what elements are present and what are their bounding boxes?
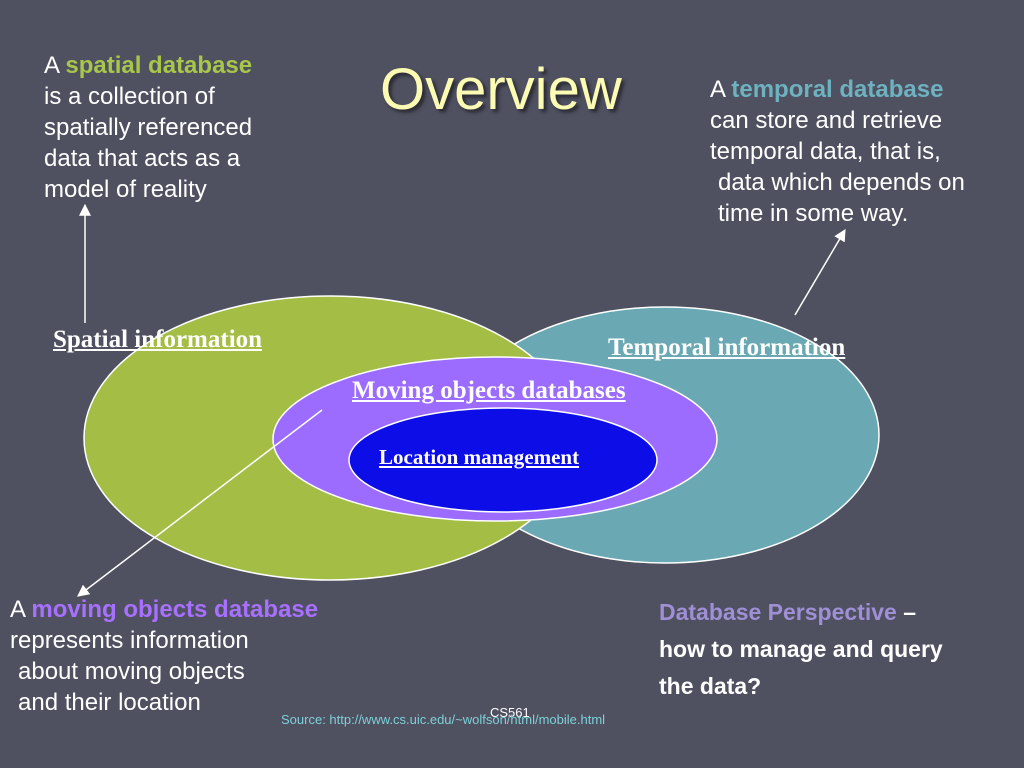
spatial-note-line: data that acts as a <box>44 145 241 172</box>
moving-objects-database-note: A moving objects database represents inf… <box>10 594 318 718</box>
arrow-to-temporal-note <box>794 228 846 316</box>
spatial-database-note: A spatial database is a collection of sp… <box>44 50 252 205</box>
temporal-information-label: Temporal information <box>608 334 846 361</box>
temporal-note-line: time in some way. <box>718 200 909 227</box>
perspective-dash: – <box>896 599 916 625</box>
spatial-note-line: spatially referenced <box>44 114 253 141</box>
course-code: CS561 <box>490 705 530 720</box>
database-perspective-term: Database Perspective <box>659 599 897 625</box>
spatial-information-label: Spatial information <box>53 326 263 353</box>
temporal-note-line: can store and retrieve <box>710 107 943 134</box>
temporal-database-note: A temporal database can store and retrie… <box>710 74 965 229</box>
temporal-database-term: temporal database <box>731 76 944 103</box>
spatial-note-line: model of reality <box>44 176 207 203</box>
moving-objects-databases-label: Moving objects databases <box>352 377 626 404</box>
source-link[interactable]: Source: http://www.cs.uic.edu/~wolfson/h… <box>281 712 606 727</box>
spatial-note-prefix: A <box>44 52 66 79</box>
page-title: Overview <box>380 57 622 122</box>
spatial-database-term: spatial database <box>65 52 253 79</box>
arrow-to-moving-note <box>77 409 323 597</box>
moving-note-line: represents information <box>10 627 249 654</box>
moving-note-line: about moving objects <box>18 658 245 685</box>
database-perspective-note: Database Perspective – how to manage and… <box>659 594 943 705</box>
moving-note-prefix: A <box>10 596 32 623</box>
temporal-note-line: data which depends on <box>718 169 965 196</box>
perspective-line: the data? <box>659 673 762 699</box>
temporal-note-line: temporal data, that is, <box>710 138 941 165</box>
spatial-note-line: is a collection of <box>44 83 215 110</box>
perspective-line: how to manage and query <box>659 636 943 662</box>
moving-note-line: and their location <box>18 689 201 716</box>
location-management-label: Location management <box>379 445 580 469</box>
moving-objects-database-term: moving objects database <box>31 596 319 623</box>
temporal-note-prefix: A <box>710 76 732 103</box>
location-management-ellipse <box>348 407 658 513</box>
